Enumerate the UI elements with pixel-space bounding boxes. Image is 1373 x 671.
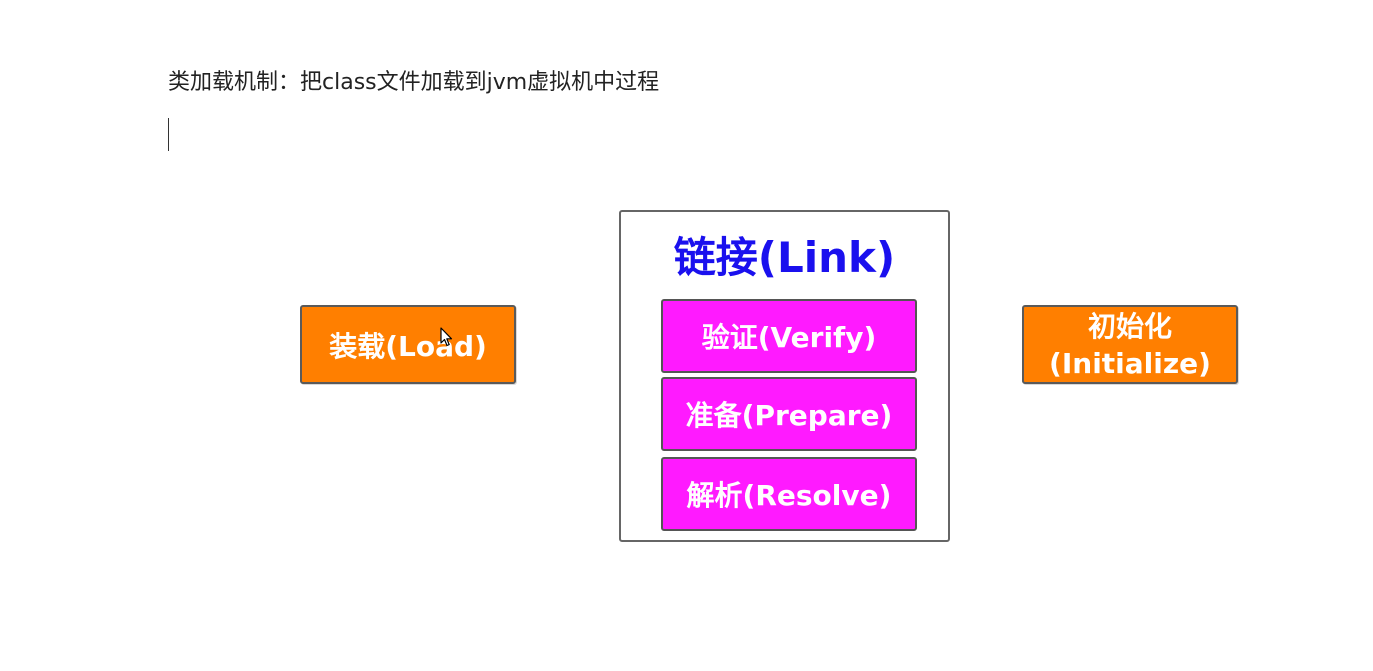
prepare-label: 准备(Prepare) bbox=[685, 399, 893, 432]
load-label: 装载(Load) bbox=[329, 329, 487, 363]
link-title: 链接(Link) bbox=[673, 233, 896, 282]
verify-box: 验证(Verify) bbox=[661, 299, 917, 373]
initialize-label-line2: (Initialize) bbox=[1049, 346, 1211, 380]
verify-label: 验证(Verify) bbox=[701, 321, 877, 354]
prepare-box: 准备(Prepare) bbox=[661, 377, 917, 451]
link-container: 链接(Link) 验证(Verify) 准备(Prepare) 解析(Resol… bbox=[619, 210, 950, 542]
mouse-cursor-icon bbox=[440, 327, 453, 347]
resolve-label: 解析(Resolve) bbox=[686, 479, 892, 512]
page-heading: 类加载机制：把class文件加载到jvm虚拟机中过程 bbox=[168, 70, 660, 95]
text-caret bbox=[168, 118, 169, 151]
load-box: 装载(Load) bbox=[300, 305, 516, 384]
resolve-box: 解析(Resolve) bbox=[661, 457, 917, 531]
initialize-box: 初始化 (Initialize) bbox=[1022, 305, 1238, 384]
initialize-label-line1: 初始化 bbox=[1087, 309, 1172, 343]
